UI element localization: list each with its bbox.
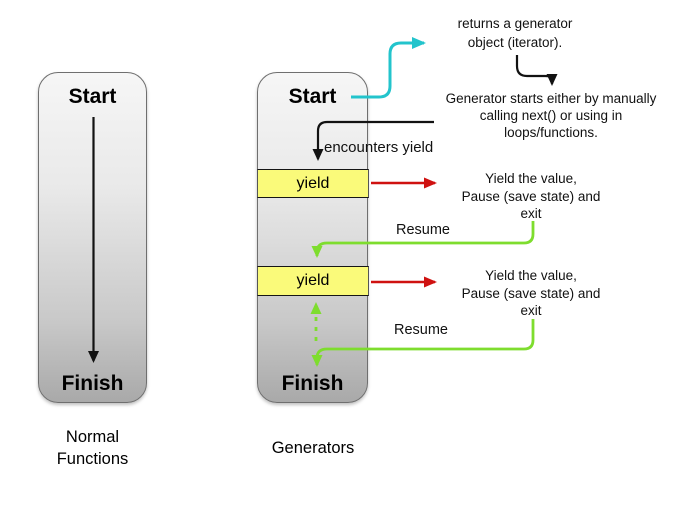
normal-functions-caption: Normal Functions <box>56 428 129 468</box>
resume-label-1: Resume <box>396 222 450 238</box>
yield-effect-note-2: Yield the value, Pause (save state) and … <box>461 268 601 318</box>
generator-start-label: Start <box>288 85 337 108</box>
normal-start-label: Start <box>68 85 117 108</box>
generators-caption: Generators <box>271 439 355 457</box>
returns-generator-note: returns a generator object (iterator). <box>457 16 573 50</box>
yield-bar-2: yield <box>257 266 369 296</box>
encounters-yield-note: encounters yield <box>324 139 434 156</box>
note-connector-arrow <box>515 55 558 86</box>
resume-label-2: Resume <box>394 322 448 338</box>
yield-effect-note-1: Yield the value, Pause (save state) and … <box>461 171 601 221</box>
generator-flowbox: Start Finish <box>257 72 368 403</box>
generator-finish-label: Finish <box>281 372 344 395</box>
yield-label-2: yield <box>296 272 330 289</box>
normal-finish-label: Finish <box>61 372 124 395</box>
normal-function-flowbox: Start Finish <box>38 72 147 403</box>
yield-bar-1: yield <box>257 169 369 198</box>
generator-starts-note: Generator starts either by manually call… <box>445 91 657 140</box>
yield-label-1: yield <box>296 174 330 192</box>
